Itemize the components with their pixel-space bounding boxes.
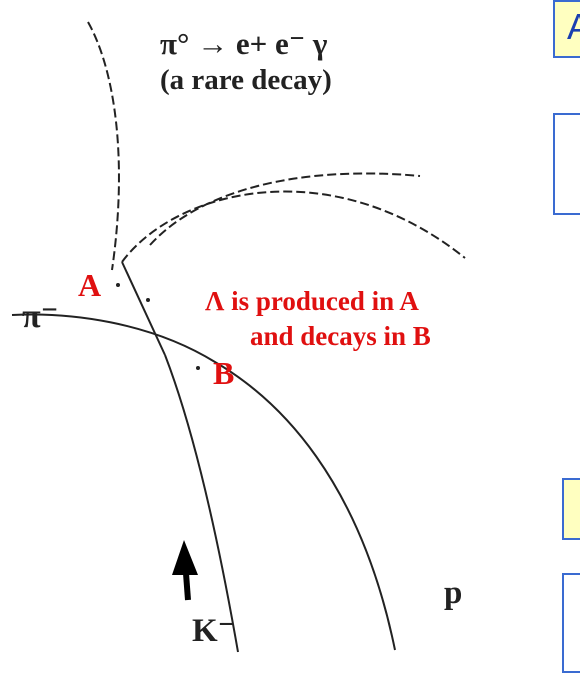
point-b-marker [196,366,200,370]
annotation-line-1: Λ is produced in A [205,286,419,316]
kaon-track [164,354,239,653]
proton-label: p [444,575,463,611]
right-panel-text-box-1 [553,113,580,215]
pion-label: π⁻ [22,298,59,335]
dashed-track-upper [87,21,120,271]
diagram-title: π° → e+ e⁻ γ [160,26,328,61]
right-panel-header-box-2 [562,478,580,540]
dashed-track-upper-right [121,190,466,263]
point-a-label: A [78,267,102,303]
right-panel-header-box: A [553,0,580,58]
annotation-line-2: and decays in B [250,321,431,351]
kaon-label: K⁻ [192,613,236,649]
lambda-track [121,261,166,356]
diagram-subtitle: (a rare decay) [160,64,332,96]
right-panel-text-box-2 [562,573,580,673]
dashed-track-mid [149,172,421,246]
track-dot [146,298,150,302]
pion-track [11,313,396,651]
bubble-chamber-diagram [11,21,466,653]
right-panel-header-text: A [567,6,580,47]
point-b-label: B [213,355,235,391]
kaon-arrowhead [172,540,198,575]
point-a-marker [116,283,120,287]
